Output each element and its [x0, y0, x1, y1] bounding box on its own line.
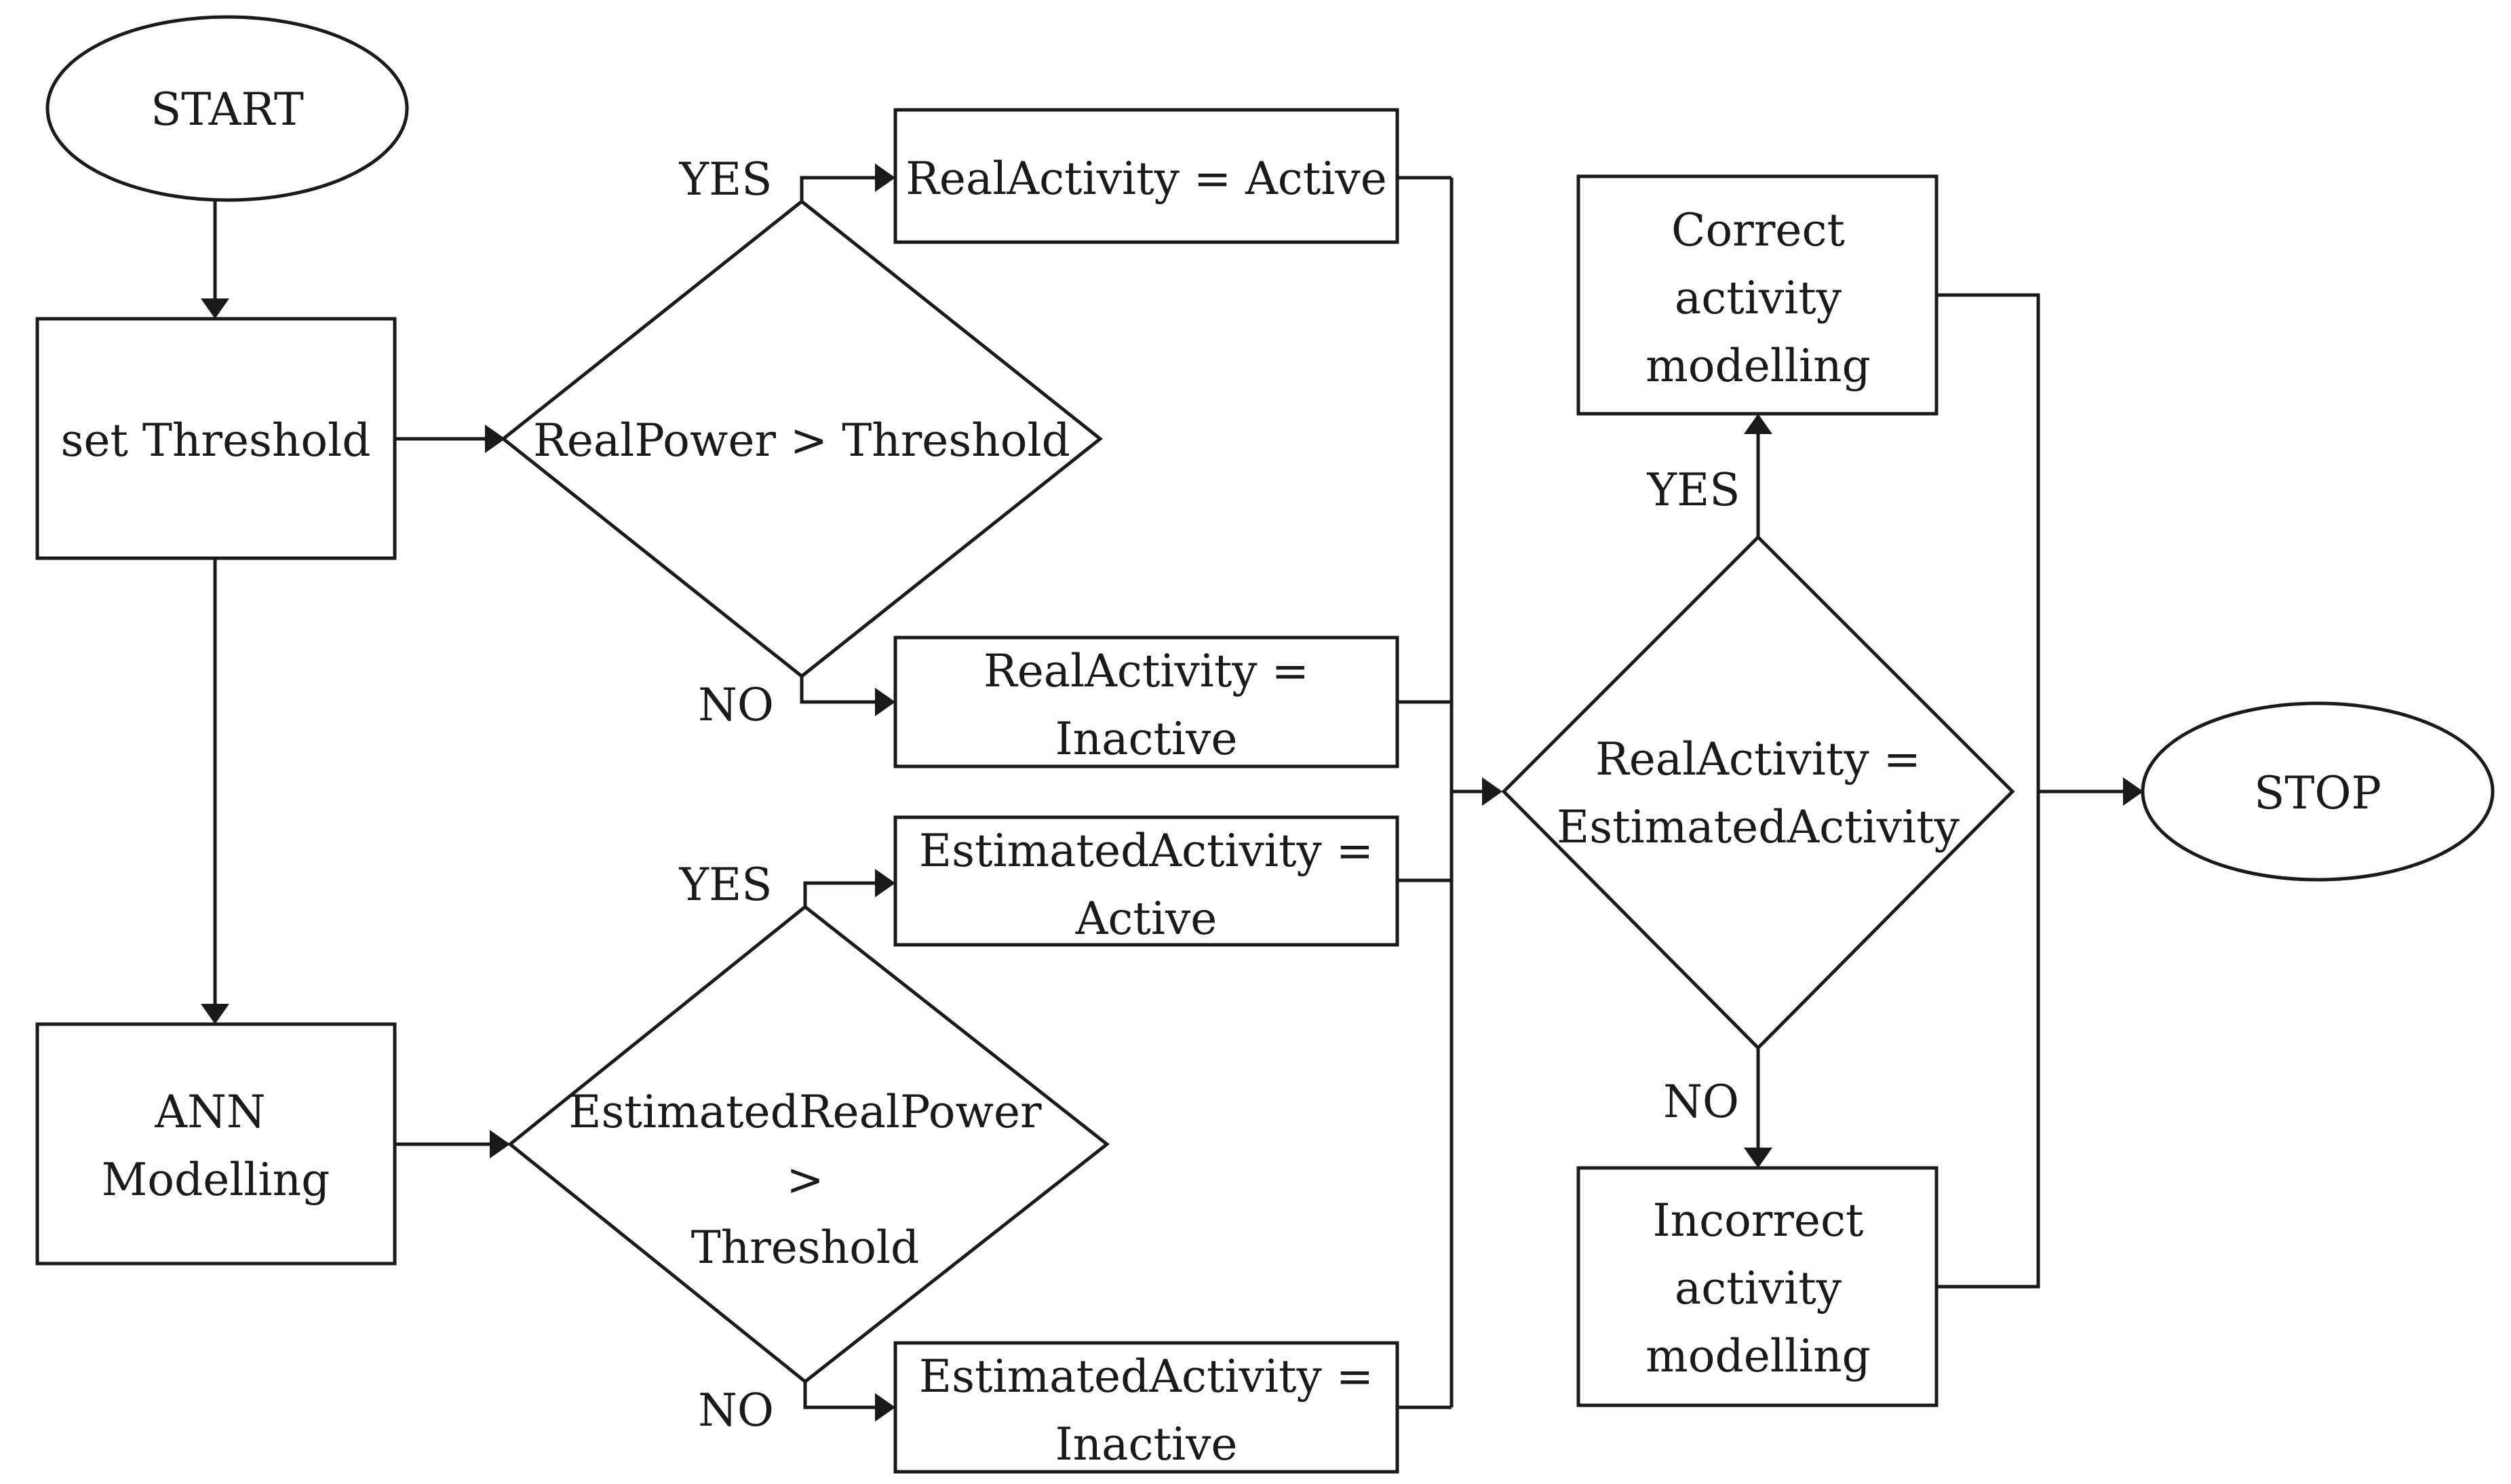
estimated-no-label: NO	[698, 1384, 774, 1437]
real-inactive-line1: RealActivity =	[984, 645, 1309, 697]
estimated-inactive-line2: Inactive	[1055, 1418, 1238, 1470]
incorrect-modelling-box	[1576, 1166, 1939, 1407]
arrow-start-to-threshold	[201, 298, 229, 319]
shapes	[35, 15, 2495, 1474]
estimated-inactive-line1: EstimatedActivity =	[919, 1350, 1374, 1403]
real-yes-label: YES	[679, 153, 773, 206]
stop-terminal	[2141, 701, 2495, 882]
connector-estimated-no	[803, 1382, 875, 1409]
correct-line2: activity	[1675, 272, 1842, 324]
estimated-active-box	[893, 815, 1399, 947]
stop-label: STOP	[2254, 767, 2381, 819]
connectors	[201, 163, 2143, 1422]
real-power-decision-label: RealPower > Threshold	[533, 414, 1070, 467]
estimated-inactive-box	[893, 1341, 1399, 1474]
set-threshold-box	[35, 317, 397, 560]
start-terminal	[45, 15, 409, 202]
arrow-threshold-to-ann	[201, 1004, 229, 1024]
connector-real-no	[800, 676, 875, 704]
arrow-estimated-no	[875, 1393, 895, 1422]
incorrect-line2: activity	[1675, 1262, 1842, 1314]
arrow-compare-no	[1744, 1148, 1772, 1168]
estimated-decision-line3: Threshold	[691, 1222, 920, 1274]
arrow-threshold-to-real-decision	[485, 425, 505, 453]
estimated-active-line1: EstimatedActivity =	[919, 825, 1374, 877]
arrow-compare-yes	[1744, 414, 1772, 434]
compare-yes-label: YES	[1647, 464, 1740, 516]
incorrect-line1: Incorrect	[1653, 1194, 1864, 1247]
estimated-power-decision-diamond	[507, 904, 1110, 1384]
estimated-decision-line2: >	[786, 1154, 823, 1206]
real-active-label: RealActivity = Active	[906, 153, 1387, 205]
arrow-estimated-yes	[875, 869, 895, 897]
start-label: START	[151, 83, 304, 136]
arrow-real-no	[875, 688, 895, 716]
arrow-real-yes	[875, 163, 895, 192]
compare-no-label: NO	[1663, 1076, 1739, 1128]
real-power-decision-diamond	[500, 199, 1104, 679]
compare-decision-diamond	[1501, 534, 2015, 1051]
real-inactive-line2: Inactive	[1055, 713, 1238, 765]
correct-modelling-box	[1576, 174, 1939, 416]
set-threshold-label: set Threshold	[60, 414, 370, 467]
ann-label-line2: Modelling	[102, 1154, 330, 1206]
arrow-bus-to-compare	[1482, 777, 1502, 806]
connector-estimated-yes	[803, 881, 875, 907]
estimated-active-line2: Active	[1075, 893, 1218, 945]
estimated-decision-line1: EstimatedRealPower	[568, 1086, 1042, 1138]
incorrect-line3: modelling	[1646, 1330, 1871, 1382]
compare-line1: RealActivity =	[1595, 733, 1921, 785]
ann-label-line1: ANN	[154, 1086, 265, 1138]
labels: START set Threshold ANN Modelling RealPo…	[60, 83, 2381, 1470]
compare-line2: EstimatedActivity	[1557, 801, 1960, 853]
correct-line3: modelling	[1646, 340, 1871, 392]
real-no-label: NO	[698, 679, 774, 731]
connector-real-yes	[800, 176, 875, 201]
correct-line1: Correct	[1671, 204, 1845, 256]
ann-modelling-box	[35, 1022, 397, 1266]
real-inactive-box	[893, 636, 1399, 768]
estimated-yes-label: YES	[679, 859, 773, 911]
arrow-ann-to-estimated-decision	[490, 1130, 510, 1158]
arrow-to-stop	[2123, 777, 2143, 806]
real-active-box	[893, 108, 1399, 244]
